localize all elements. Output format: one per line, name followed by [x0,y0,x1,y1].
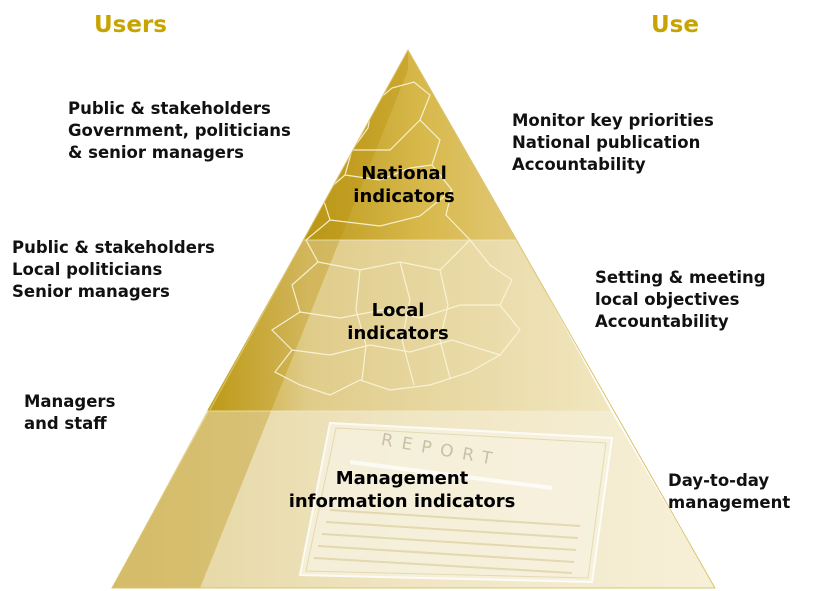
users-local-line: Public & stakeholders [12,238,215,257]
users-header: Users [94,12,167,38]
users-national-list: Public & stakeholders Government, politi… [68,98,291,164]
use-local-line: Accountability [595,312,729,331]
use-national-list: Monitor key priorities National publicat… [512,110,714,176]
users-mi-line: and staff [24,414,107,433]
report-document [298,421,614,584]
users-mi-line: Managers [24,392,116,411]
users-national-line: Government, politicians [68,121,291,140]
users-mi-list: Managers and staff [24,391,115,435]
use-local-list: Setting & meeting local objectives Accou… [595,267,766,333]
tier-local-line: indicators [347,323,449,344]
users-national-line: & senior managers [68,143,244,162]
users-local-line: Local politicians [12,260,163,279]
use-national-line: Monitor key priorities [512,111,714,130]
users-local-line: Senior managers [12,282,170,301]
use-local-line: Setting & meeting [595,268,766,287]
use-local-line: local objectives [595,290,740,309]
use-mi-line: Day-to-day [668,471,770,490]
tier-local-line: Local [371,300,425,321]
tier-mi-label: Management information indicators [262,467,542,513]
tier-national-line: National [361,163,447,184]
tier-national-band [303,50,517,240]
tier-local-label: Local indicators [333,299,463,345]
use-national-line: Accountability [512,155,646,174]
tier-mi-line: information indicators [288,491,516,512]
use-mi-list: Day-to-day management [668,470,790,514]
map-outline [271,81,521,396]
use-mi-line: management [668,493,791,512]
tier-national-line: indicators [353,186,455,207]
tier-local-band [207,240,611,411]
users-local-list: Public & stakeholders Local politicians … [12,237,215,303]
users-national-line: Public & stakeholders [68,99,271,118]
use-header: Use [651,12,699,38]
tier-national-label: National indicators [339,162,469,208]
tier-mi-line: Management [335,468,469,489]
use-national-line: National publication [512,133,701,152]
